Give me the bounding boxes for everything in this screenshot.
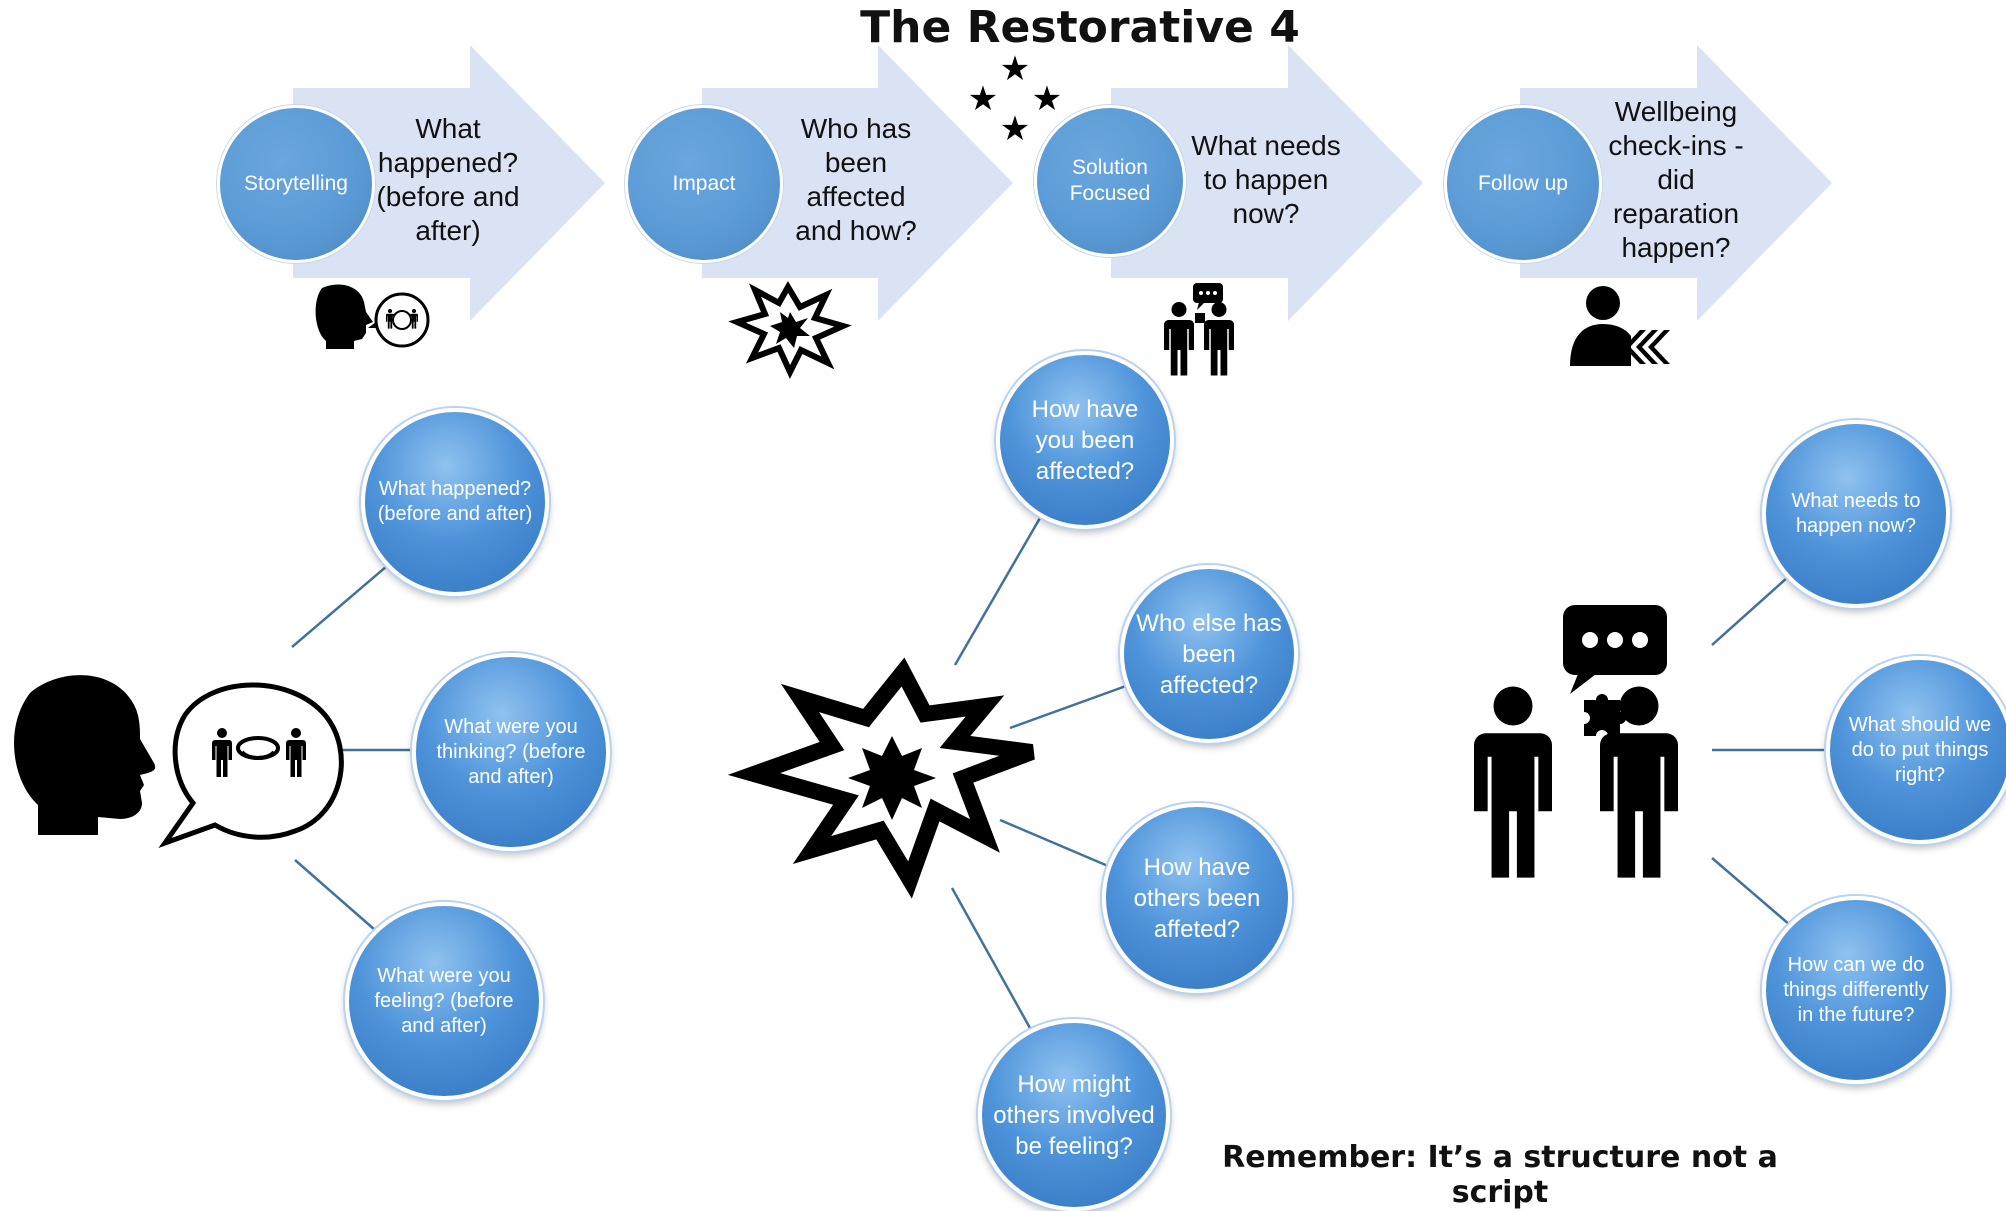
step-arrow-text-solution: What needs to happen now? [1191,130,1341,229]
impact-question-bubble-2: Who else has been affected? [1120,565,1298,743]
svg-text:★: ★ [1032,79,1062,119]
small-speaking-head-icon [315,284,430,349]
solution-question-bubble-1: What needs to happen now? [1762,420,1950,608]
arrow-follow-up [1520,45,1832,321]
small-people-discussion-icon [1164,283,1234,376]
story-question-bubble-3: What were you feeling? (before and after… [345,902,543,1100]
small-follow-up-user-icon [1570,286,1670,366]
impact-question-bubble-1: How have you been affected? [996,351,1174,529]
page-title: The Restorative 4 [860,2,1300,53]
step-circle-impact: Impact [625,105,783,263]
connector-impact-4 [950,887,1032,1029]
speaking-head-icon [14,675,156,835]
people-discussion-icon [1474,605,1678,878]
step-circle-solution: Solution Focused [1034,105,1186,257]
arrow-impact [702,45,1013,321]
connector-impact-1 [953,517,1042,666]
solution-question-bubble-2: What should we do to put things right? [1826,656,2006,844]
arrow-solution [1111,45,1423,321]
step-arrow-text-follow-up: Wellbeing check-ins - did reparation hap… [1608,96,1744,263]
explosion-icon [727,657,1035,899]
arrow-storytelling [293,45,605,321]
connector-impact-2 [1009,684,1127,730]
impact-question-bubble-3: How have others been affeted? [1102,803,1292,993]
connector-story-1 [291,565,388,648]
connector-story-3 [294,859,376,931]
process-arrows [293,45,1832,321]
svg-text:★: ★ [968,79,998,119]
step-circle-follow-up: Follow up [1444,105,1602,263]
small-explosion-icon [728,281,852,379]
solution-question-bubble-3: How can we do things differently in the … [1762,896,1950,1084]
svg-text:★: ★ [1000,49,1030,89]
step-arrow-text-impact: Who has been affected and how? [795,113,917,246]
stars-icon: ★ ★ ★ ★ [968,49,1062,149]
impact-question-bubble-4: How might others involved be feeling? [978,1019,1170,1211]
connector-impact-3 [999,818,1109,868]
step-circle-storytelling: Storytelling [217,105,375,263]
footer-reminder: Remember: It’s a structure not a script [1222,1140,1778,1210]
svg-text:★: ★ [1000,109,1030,149]
story-question-bubble-2: What were you thinking? (before and afte… [412,653,610,851]
connectors [291,517,1832,1029]
story-question-bubble-1: What happened? (before and after) [361,408,549,596]
connector-solution-1 [1711,576,1789,646]
connector-solution-3 [1711,857,1791,926]
mediation-icon [158,682,344,849]
step-arrow-text-storytelling: What happened? (before and after) [376,113,520,246]
